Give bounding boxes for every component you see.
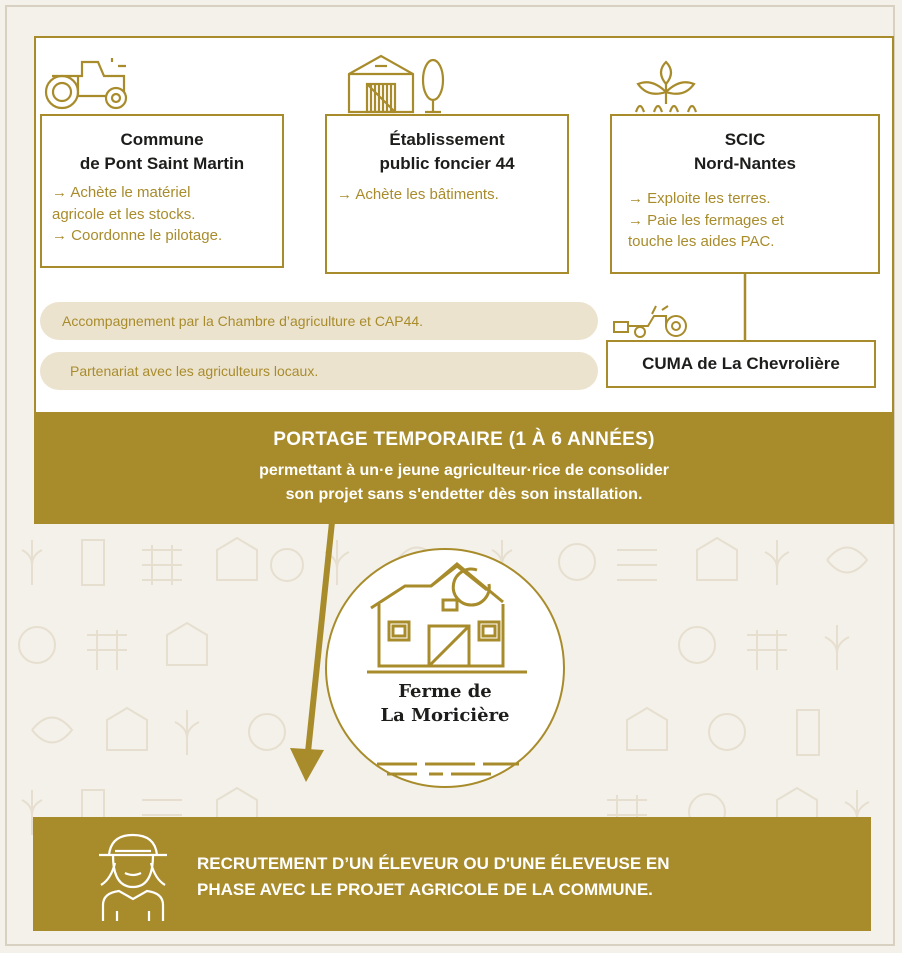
barn-icon: [347, 54, 445, 114]
pill-accompagnement: Accompagnement par la Chambre d’agricult…: [40, 302, 598, 340]
scic-box: SCIC Nord-Nantes → Exploite les terres. …: [610, 114, 880, 274]
commune-line3: → Coordonne le pilotage.: [52, 227, 223, 244]
cuma-box: CUMA de La Chevrolière: [606, 340, 876, 388]
scic-line2: → Paie les fermages et: [628, 211, 784, 229]
epf-box: Établissement public foncier 44 → Achète…: [325, 114, 569, 274]
farm-circle: Ferme de La Moricière: [325, 548, 565, 788]
portage-band: PORTAGE TEMPORAIRE (1 À 6 ANNÉES) permet…: [34, 412, 894, 524]
recruitment-banner: RECRUTEMENT D’UN ÉLEVEUR OU D'UNE ÉLEVEU…: [33, 817, 871, 931]
commune-title-line2: de Pont Saint Martin: [79, 154, 245, 173]
pill-partenariat: Partenariat avec les agriculteurs locaux…: [40, 352, 598, 390]
epf-title-line2: public foncier 44: [379, 154, 515, 173]
recruit-line1: RECRUTEMENT D’UN ÉLEVEUR OU D'UNE ÉLEVEU…: [197, 854, 670, 873]
recruit-line2: PHASE AVEC LE PROJET AGRICOLE DE LA COMM…: [197, 880, 653, 899]
scic-line1: → Exploite les terres.: [628, 190, 771, 207]
scic-title-line1: SCIC: [724, 130, 766, 149]
flow-arrow: [290, 521, 335, 782]
commune-line2: agricole et les stocks.: [52, 205, 196, 223]
tractor-icon: [44, 58, 128, 110]
farm-name-line1: Ferme de: [398, 681, 492, 702]
outer-frame: [5, 5, 895, 946]
sprout-icon: [634, 60, 698, 113]
epf-line1: → Achète les bâtiments.: [337, 186, 499, 203]
farm-ground-lines: [377, 762, 519, 776]
commune-title-line1: Commune: [120, 130, 204, 149]
portage-line1: permettant à un·e jeune agriculteur·rice…: [259, 462, 669, 479]
scic-cuma-connector: [743, 272, 747, 340]
farmer-icon: [99, 833, 167, 921]
scic-title-line2: Nord-Nantes: [693, 154, 796, 173]
commune-box: Commune de Pont Saint Martin → Achète le…: [40, 114, 284, 268]
epf-title-line1: Établissement: [389, 130, 505, 149]
portage-title: PORTAGE TEMPORAIRE (1 À 6 ANNÉES): [273, 429, 655, 450]
portage-line2: son projet sans s'endetter dès son insta…: [285, 486, 643, 503]
small-tractor-icon: [613, 305, 687, 338]
farm-house-icon: [367, 562, 527, 674]
commune-line1: → Achète le matériel: [52, 184, 191, 201]
farm-name-line2: La Moricière: [380, 705, 510, 726]
scic-line3: touche les aides PAC.: [628, 233, 775, 250]
